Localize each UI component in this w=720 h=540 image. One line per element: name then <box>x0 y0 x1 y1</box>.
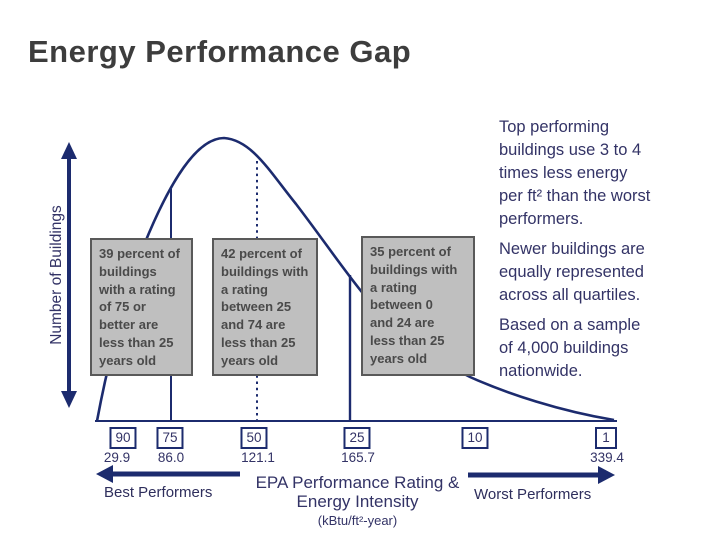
rating-tick-75: 75 <box>156 427 184 449</box>
intensity-tick-339-4: 339.4 <box>590 450 624 465</box>
note-newer-buildings: Newer buildings are equally represented … <box>499 240 645 304</box>
worst-performers-label: Worst Performers <box>474 486 592 503</box>
intensity-tick-165-7: 165.7 <box>341 450 375 465</box>
rating-tick-10: 10 <box>461 427 489 449</box>
rating-tick-90: 90 <box>109 427 137 449</box>
intensity-tick-29-9: 29.9 <box>103 450 131 465</box>
intensity-tick-86-0: 86.0 <box>157 450 185 465</box>
page-title: Energy Performance Gap <box>28 34 412 69</box>
intensity-tick-121-1: 121.1 <box>241 450 275 465</box>
best-performers-label: Best Performers <box>104 484 213 501</box>
x-axis-title: EPA Performance Rating & Energy Intensit… <box>250 473 465 511</box>
side-notes: Top performing buildings use 3 to 4 time… <box>499 116 679 390</box>
x-axis-title-line1: EPA Performance Rating & <box>255 473 460 492</box>
rating-tick-50: 50 <box>240 427 268 449</box>
worst-performers-arrow-icon <box>468 466 615 484</box>
x-axis-unit-label: (kBtu/ft²-year) <box>317 513 398 528</box>
annotation-box-rating-75-plus: 39 percent of buildings with a rating of… <box>90 238 193 376</box>
note-sample-size: Based on a sample of 4,000 buildings nat… <box>499 316 641 380</box>
best-performers-arrow-icon <box>96 465 240 483</box>
rating-tick-1: 1 <box>595 427 617 449</box>
annotation-box-rating-25-74: 42 percent of buildings with a rating be… <box>212 238 318 376</box>
y-axis-label: Number of Buildings <box>48 205 65 345</box>
note-top-performing: Top performing buildings use 3 to 4 time… <box>499 118 651 228</box>
rating-tick-25: 25 <box>343 427 371 449</box>
x-axis-title-line2: Energy Intensity <box>296 492 419 511</box>
annotation-box-rating-0-24: 35 percent of buildings with a rating be… <box>361 236 475 376</box>
y-axis-double-arrow-icon <box>61 142 77 408</box>
